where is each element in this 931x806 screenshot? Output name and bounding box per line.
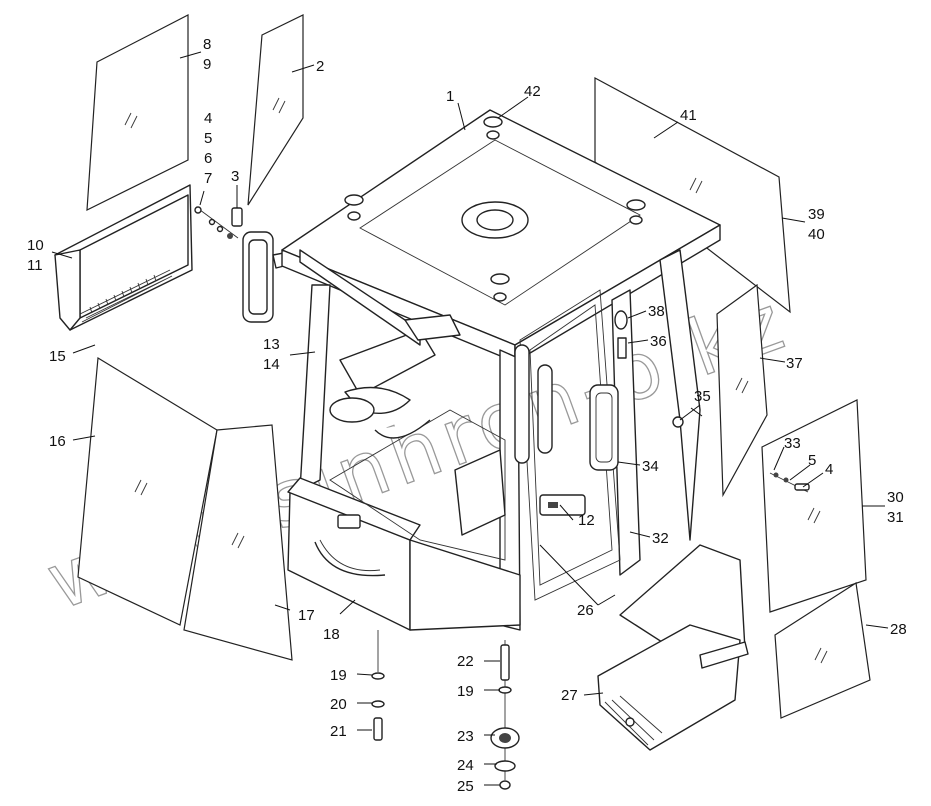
glass-panel-17 (183, 424, 293, 661)
callout-32: 32 (652, 530, 669, 547)
callout-31: 31 (887, 509, 904, 526)
callout-10: 10 (27, 237, 44, 254)
callout-3: 3 (231, 168, 239, 185)
callout-13: 13 (263, 336, 280, 353)
callout-41: 41 (680, 107, 697, 124)
callout-25: 25 (457, 778, 474, 795)
callout-21: 21 (330, 723, 347, 740)
callout-4: 4 (204, 110, 212, 127)
callout-6: 6 (204, 150, 212, 167)
callout-20: 20 (330, 696, 347, 713)
callout-33: 33 (784, 435, 801, 452)
callout-36: 36 (650, 333, 667, 350)
callout-18: 18 (323, 626, 340, 643)
callout-42: 42 (524, 83, 541, 100)
callout-16: 16 (49, 433, 66, 450)
callout-30: 30 (887, 489, 904, 506)
glass-panel-30-31 (761, 399, 867, 613)
callout-26: 26 (577, 602, 594, 619)
hardware-33-4-5 (769, 472, 810, 493)
cab-frame-main (281, 109, 721, 631)
callout-12: 12 (578, 512, 595, 529)
callout-37: 37 (786, 355, 803, 372)
callout-17: 17 (298, 607, 315, 624)
callout-34: 34 (642, 458, 659, 475)
glass-panel-37 (716, 283, 768, 498)
door-latch-12 (539, 494, 586, 516)
callout-labels: 1 2 3 4 5 6 7 8 9 10 11 12 13 14 15 16 1… (27, 36, 907, 795)
callout-23: 23 (457, 728, 474, 745)
glass-panel-39-40 (594, 76, 791, 314)
callout-28: 28 (890, 621, 907, 638)
callout-27: 27 (561, 687, 578, 704)
callout-38: 38 (648, 303, 665, 320)
callout-11: 11 (27, 257, 43, 274)
callout-24: 24 (457, 757, 474, 774)
callout-1: 1 (446, 88, 454, 105)
hardware-36-38 (614, 310, 628, 359)
callout-15: 15 (49, 348, 66, 365)
callout-19b: 19 (457, 683, 474, 700)
mount-hardware-19-21 (371, 630, 385, 741)
seat-27 (597, 544, 749, 751)
mirror-assembly-13-14 (242, 231, 301, 323)
glass-panel-28 (774, 581, 871, 719)
leader-lines (51, 51, 889, 786)
glass-panel-16 (77, 356, 218, 626)
callout-19a: 19 (330, 667, 347, 684)
callout-7: 7 (204, 170, 212, 187)
callout-9: 9 (203, 56, 211, 73)
callout-5b: 5 (808, 452, 816, 469)
roof-lifting-eyes (344, 116, 646, 302)
callout-14: 14 (263, 356, 280, 373)
glass-panel-8-9 (86, 14, 189, 212)
glass-panel-2 (247, 14, 304, 206)
storage-box-10-11 (54, 184, 193, 331)
callout-22: 22 (457, 653, 474, 670)
part-3-clip (231, 207, 243, 227)
callout-5: 5 (204, 130, 212, 147)
callout-4b: 4 (825, 461, 833, 478)
callout-2: 2 (316, 58, 324, 75)
callout-35: 35 (694, 388, 711, 405)
callout-39: 39 (808, 206, 825, 223)
callout-8: 8 (203, 36, 211, 53)
fastener-set-4-7 (194, 206, 239, 239)
mount-hardware-22-25 (490, 640, 520, 790)
callout-40: 40 (808, 226, 825, 243)
